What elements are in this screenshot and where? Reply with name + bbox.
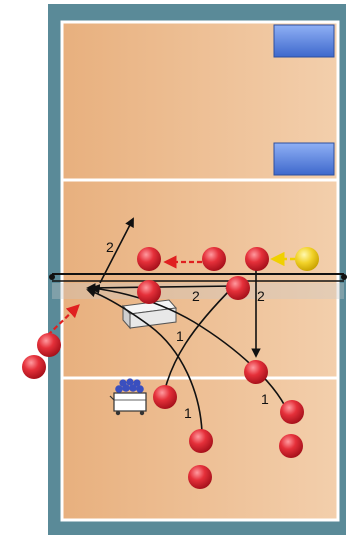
red-player-circle-icon bbox=[188, 465, 212, 489]
yellow-player-circle-icon bbox=[295, 247, 319, 271]
red-player-circle-icon bbox=[280, 400, 304, 424]
red-player-circle-icon bbox=[137, 247, 161, 271]
step-label: 1 bbox=[176, 328, 184, 344]
red-player-circle-icon bbox=[37, 333, 61, 357]
red-player-circle-icon bbox=[202, 247, 226, 271]
step-label: 2 bbox=[106, 239, 114, 255]
red-player-circle-icon bbox=[153, 385, 177, 409]
step-label: 1 bbox=[184, 405, 192, 421]
red-player-circle-icon bbox=[279, 434, 303, 458]
red-player-circle-icon bbox=[137, 280, 161, 304]
step-label: 2 bbox=[257, 288, 265, 304]
red-player-circle-icon bbox=[189, 429, 213, 453]
blue-target-rectangle-icon bbox=[274, 25, 334, 57]
step-label: 1 bbox=[261, 391, 269, 407]
red-player-circle-icon bbox=[22, 355, 46, 379]
red-player-circle-icon bbox=[245, 247, 269, 271]
step-label: 2 bbox=[192, 288, 200, 304]
red-player-circle-icon bbox=[226, 276, 250, 300]
blue-target-rectangle-icon bbox=[274, 143, 334, 175]
red-player-circle-icon bbox=[244, 360, 268, 384]
